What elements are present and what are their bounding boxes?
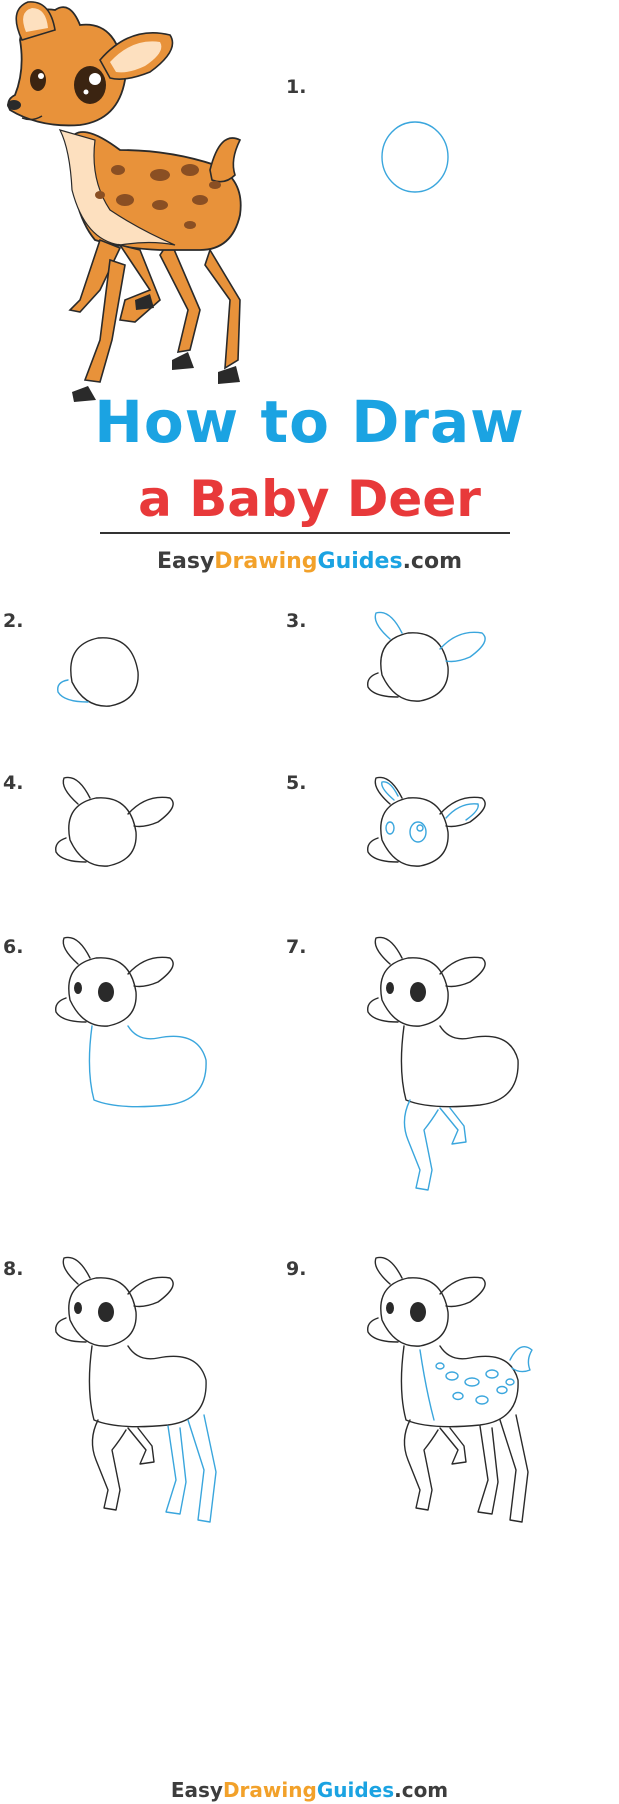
brand-logo-bottom: EasyDrawingGuides.com [0,1778,619,1802]
step-7-number: 7. [286,936,307,958]
brand-guides: Guides [317,549,403,574]
title-divider [100,532,510,534]
step-6-number: 6. [3,936,24,958]
step-7-drawing [367,936,519,1191]
step-1-number: 1. [286,76,307,98]
step-9-drawing [367,1256,533,1523]
step-2-number: 2. [3,610,24,632]
step-5-number: 5. [286,772,307,794]
finished-deer-illustration [7,1,242,402]
brand-com: .com [402,549,462,574]
title-line-2: a Baby Deer [138,470,481,528]
step-4-drawing [55,776,174,867]
brand-drawing: Drawing [222,1778,317,1802]
step-3-number: 3. [286,610,307,632]
step-9-number: 9. [286,1258,307,1280]
step-5-drawing [367,776,486,867]
brand-com: .com [394,1778,449,1802]
title-line-1: How to Draw [94,388,525,456]
step-4-number: 4. [3,772,24,794]
step-1-drawing [381,121,449,193]
brand-easy: Easy [170,1778,223,1802]
brand-guides: Guides [316,1778,395,1802]
step-3-drawing [367,611,486,702]
step-8-number: 8. [3,1258,24,1280]
brand-drawing: Drawing [214,549,318,574]
step-2-drawing [57,637,139,707]
brand-logo-top: EasyDrawingGuides.com [0,549,619,574]
step-8-drawing [55,1256,217,1523]
step-6-drawing [55,936,207,1108]
brand-easy: Easy [156,549,215,574]
